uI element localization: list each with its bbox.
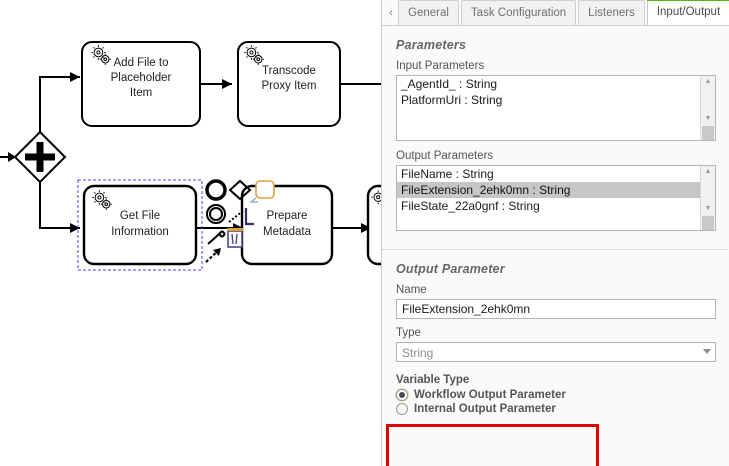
task-add-file <box>81 41 201 127</box>
list-item-selected[interactable]: FileExtension_2ehk0mn : String <box>397 182 700 198</box>
input-parameters-scrollbar[interactable]: ▲ ▼ <box>700 76 715 140</box>
task-label-get-file-information: Get File Information <box>111 210 169 238</box>
output-parameters-label: Output Parameters <box>396 150 494 162</box>
name-input[interactable] <box>396 299 716 319</box>
red-highlight-annotation <box>386 424 599 466</box>
properties-panel: ‹ General Task Configuration Listeners I… <box>381 0 729 466</box>
scrollbar-thumb[interactable] <box>702 126 714 140</box>
type-select-value[interactable]: String <box>396 342 716 362</box>
scrollbar-thumb[interactable] <box>702 216 714 230</box>
bpmn-diagram-canvas[interactable]: Add File to Placeholder Item Transcode P… <box>0 0 381 466</box>
properties-panel-body: Parameters Input Parameters _AgentId_ : … <box>382 26 729 466</box>
tab-task-configuration[interactable]: Task Configuration <box>460 0 577 25</box>
section-divider <box>382 249 729 250</box>
output-parameters-scrollbar[interactable]: ▲ ▼ <box>700 166 715 230</box>
list-item[interactable]: FileName : String <box>401 167 494 181</box>
tab-scroll-left-icon[interactable]: ‹ <box>389 5 393 19</box>
parallel-gateway <box>13 130 67 184</box>
scroll-down-icon[interactable]: ▼ <box>704 115 712 122</box>
tab-input-output[interactable]: Input/Output <box>646 0 729 25</box>
parameters-group: Parameters Input Parameters _AgentId_ : … <box>382 26 729 241</box>
type-label: Type <box>396 327 421 339</box>
list-item[interactable]: _AgentId_ : String <box>401 77 498 91</box>
variable-type-fieldset: Variable Type Workflow Output Parameter … <box>396 374 716 415</box>
radio-icon-unchecked[interactable] <box>396 403 408 415</box>
task-transcode <box>237 41 341 127</box>
task-label-add-file: Add File to Placeholder Item <box>110 57 172 99</box>
scroll-down-icon[interactable]: ▼ <box>704 205 712 212</box>
tab-listeners[interactable]: Listeners <box>578 0 645 25</box>
scroll-up-icon[interactable]: ▲ <box>704 168 712 175</box>
input-parameters-listbox[interactable]: _AgentId_ : String PlatformUri : String … <box>396 75 716 141</box>
radio-icon-checked[interactable] <box>396 389 408 401</box>
task-get-file-information <box>77 179 203 271</box>
parameters-group-title: Parameters <box>396 38 467 52</box>
task-next-partial <box>366 184 381 266</box>
radio-label: Internal Output Parameter <box>414 403 556 415</box>
task-label-transcode: Transcode Proxy Item <box>261 65 317 92</box>
variable-type-label: Variable Type <box>396 374 470 386</box>
output-parameter-group: Output Parameter Name Type String Variab… <box>382 250 729 426</box>
radio-label: Workflow Output Parameter <box>414 389 566 401</box>
radio-workflow-output-parameter[interactable]: Workflow Output Parameter <box>396 389 716 401</box>
output-parameters-listbox[interactable]: FileName : String FileExtension_2ehk0mn … <box>396 165 716 231</box>
radio-internal-output-parameter[interactable]: Internal Output Parameter <box>396 403 716 415</box>
task-label-prepare-metadata: Prepare Metadata <box>263 210 311 238</box>
scroll-up-icon[interactable]: ▲ <box>704 78 712 85</box>
properties-tabbar: ‹ General Task Configuration Listeners I… <box>382 0 729 26</box>
output-parameter-group-title: Output Parameter <box>396 262 505 276</box>
list-item[interactable]: PlatformUri : String <box>401 93 503 107</box>
list-item[interactable]: FileState_22a0gnf : String <box>401 199 540 213</box>
input-parameters-label: Input Parameters <box>396 60 485 72</box>
context-pad <box>205 179 275 263</box>
name-label: Name <box>396 284 427 296</box>
type-select[interactable]: String <box>396 342 716 362</box>
task-prepare-metadata <box>240 184 334 266</box>
tab-general[interactable]: General <box>398 0 459 25</box>
